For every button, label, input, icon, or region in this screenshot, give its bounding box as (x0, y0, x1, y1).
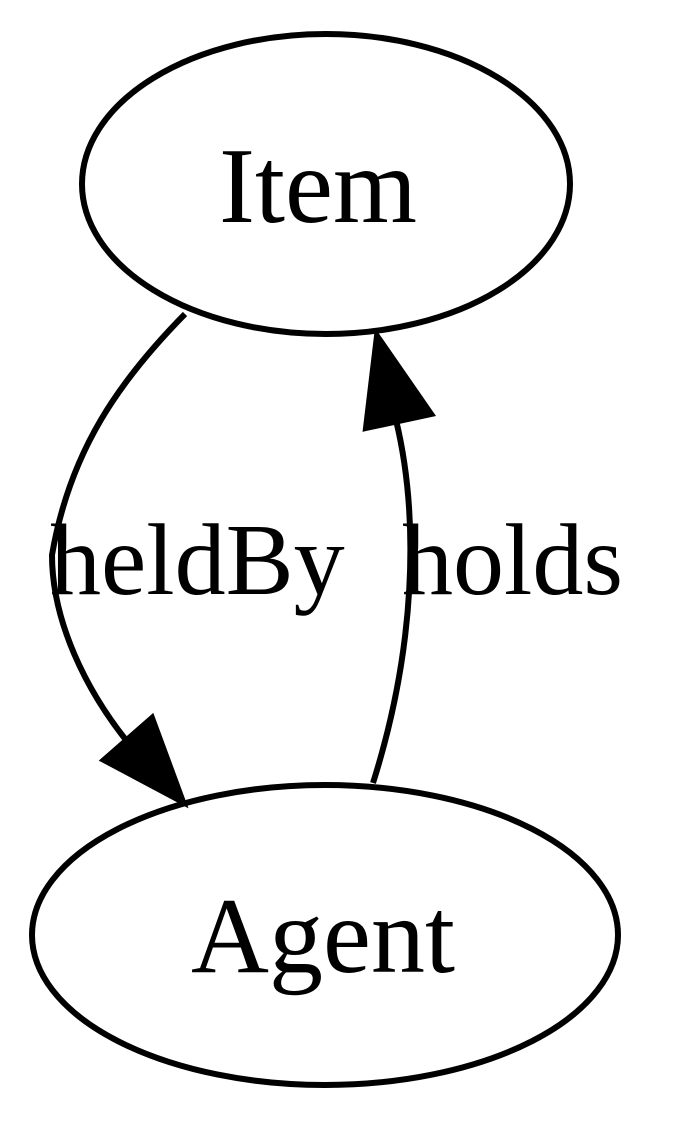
node-item-ellipse (79, 31, 573, 337)
edge-held-by-arrowhead (98, 712, 189, 809)
edge-holds-label: holds (402, 504, 623, 617)
edge-holds: holds (362, 327, 623, 784)
edge-held-by-line (48, 311, 188, 747)
node-item: Item (79, 31, 573, 337)
node-agent-label: Agent (191, 877, 455, 996)
node-agent: Agent (29, 782, 621, 1088)
edge-holds-arrowhead (362, 327, 437, 432)
node-item-label: Item (219, 127, 417, 246)
edge-held-by: heldBy (48, 311, 345, 809)
edge-holds-line (370, 419, 414, 784)
edge-held-by-label: heldBy (50, 504, 345, 617)
node-agent-ellipse (29, 782, 621, 1088)
